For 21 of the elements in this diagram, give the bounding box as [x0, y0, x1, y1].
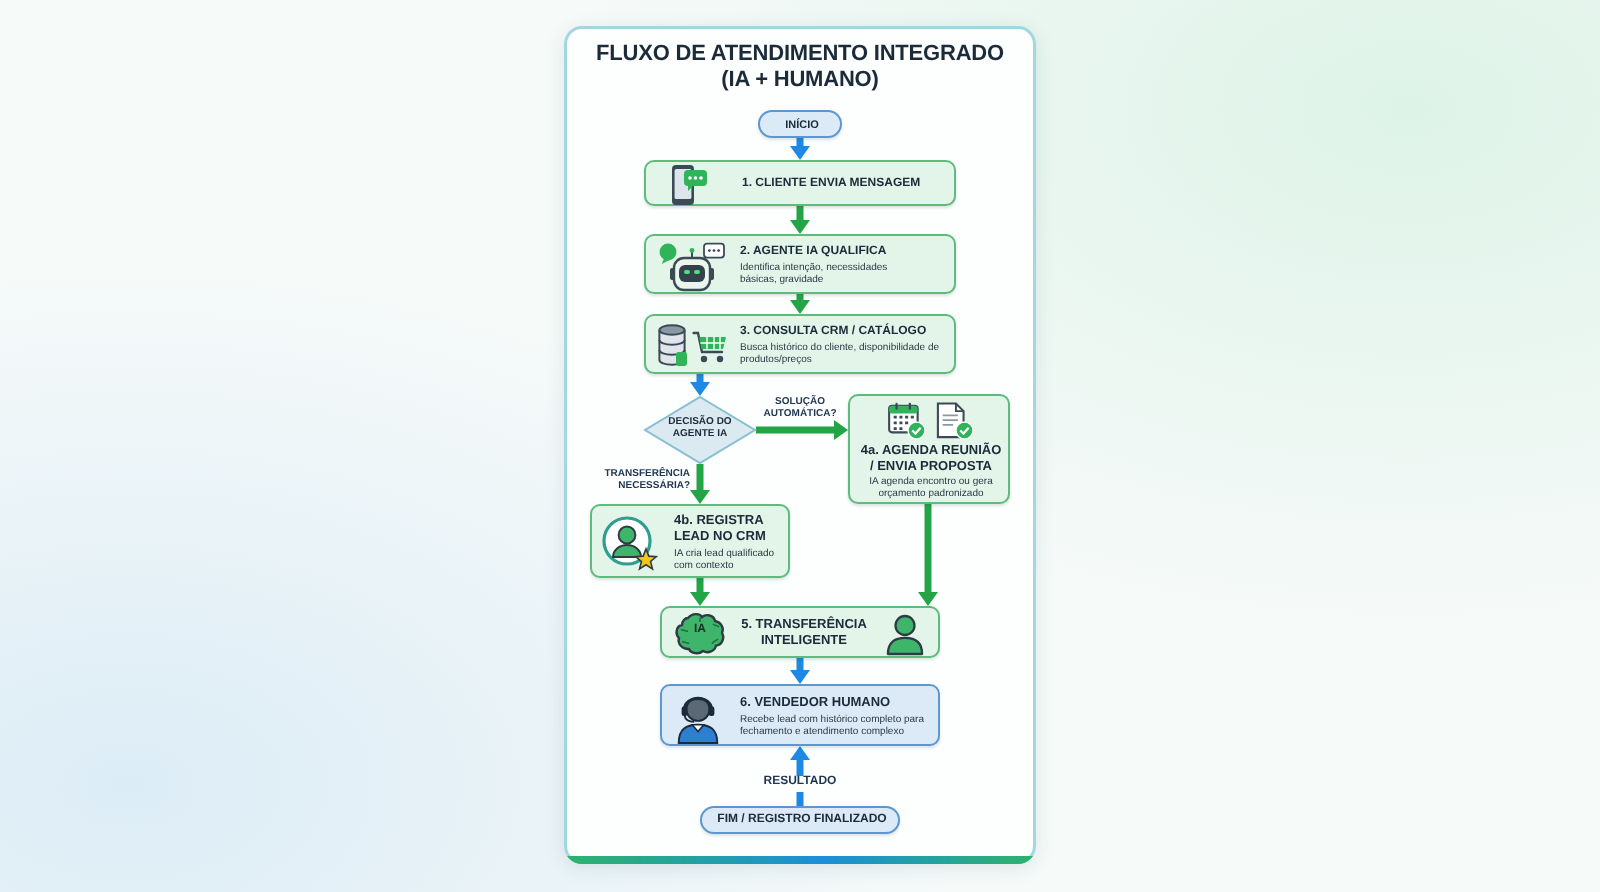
process-box	[644, 160, 956, 206]
process-box	[848, 394, 1010, 504]
arrow	[790, 138, 810, 160]
arrow	[790, 294, 810, 314]
arrow	[790, 746, 810, 806]
decision-diamond	[644, 396, 756, 464]
process-box	[660, 606, 940, 658]
arrow	[790, 658, 810, 684]
terminal-pill	[758, 110, 842, 138]
arrow	[756, 420, 848, 440]
arrow	[790, 206, 810, 234]
arrow	[690, 374, 710, 396]
process-box	[644, 314, 956, 374]
arrow	[918, 504, 938, 606]
process-box	[644, 234, 956, 294]
process-box	[660, 684, 940, 746]
terminal-pill	[700, 806, 900, 834]
arrow	[690, 464, 710, 504]
process-box	[590, 504, 790, 578]
diagram-title: FLUXO DE ATENDIMENTO INTEGRADO (IA + HUMANO)	[594, 42, 1006, 94]
arrow	[690, 578, 710, 606]
